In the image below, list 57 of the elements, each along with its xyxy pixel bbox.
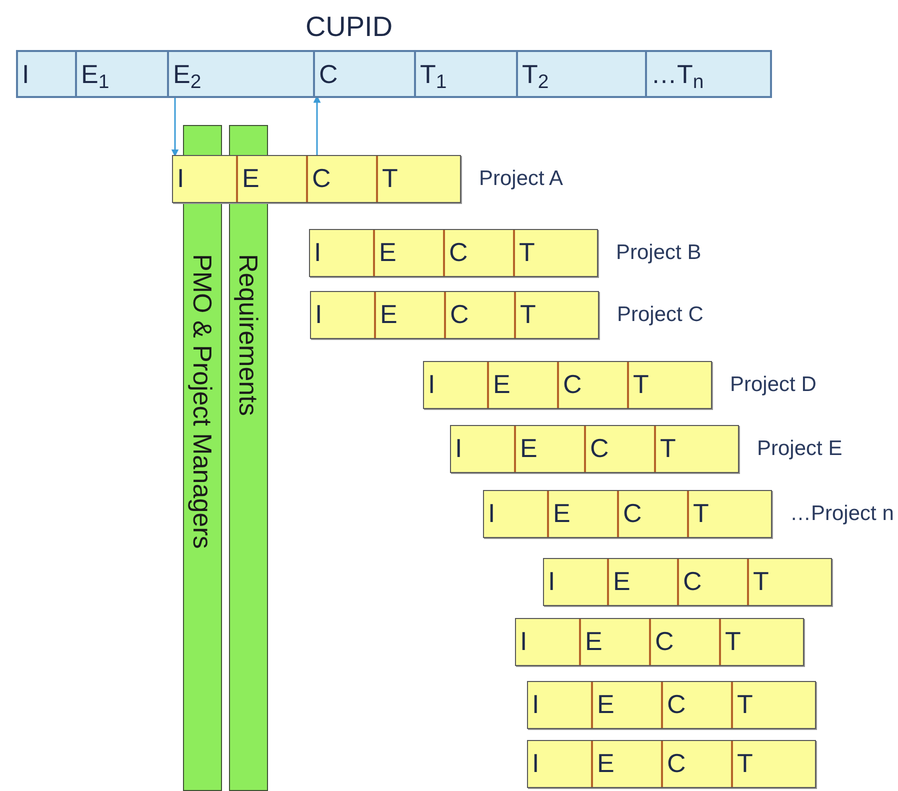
stage-cell: T$_{2}$ (518, 52, 647, 96)
stage-cell: I (310, 230, 375, 276)
stage-cell: I (451, 426, 516, 472)
stage-cell: E (593, 741, 663, 787)
stage-cell: C (315, 52, 416, 96)
stage-cell: T (733, 741, 815, 787)
project-label: Project C (617, 302, 704, 328)
stage-cell: I (311, 292, 376, 338)
role-column: PMO & Project Managers (183, 125, 222, 791)
stage-cell: E (489, 362, 559, 408)
stage-cell: C (586, 426, 656, 472)
stage-cell: T (689, 491, 771, 537)
stage-cell: T (629, 362, 711, 408)
stage-cell: E (549, 491, 619, 537)
stage-cell: I (516, 619, 581, 665)
stage-cell: …T$_{n}$ (647, 52, 770, 96)
stage-cell: I (528, 741, 593, 787)
stage-cell: E (376, 292, 446, 338)
stage-cell: E$_{1}$ (77, 52, 169, 96)
stage-cell: T (516, 292, 598, 338)
stage-cell: E (375, 230, 445, 276)
stage-cell: C (446, 292, 516, 338)
stage-cell: C (663, 741, 733, 787)
stage-cell: T (733, 682, 815, 728)
stage-cell: I (544, 559, 609, 605)
arrow (171, 96, 179, 157)
stage-cell: I (528, 682, 593, 728)
project-label: Project E (757, 436, 842, 462)
stage-cell: T (749, 559, 831, 605)
project-label: Project A (479, 166, 564, 192)
stage-cell: E (516, 426, 586, 472)
stage-cell: T (656, 426, 738, 472)
stage-cell: E (238, 156, 308, 202)
timeline-label: CUPID (305, 10, 393, 44)
stage-cell: E (593, 682, 663, 728)
stage-cell: I (484, 491, 549, 537)
stage-cell: T (515, 230, 597, 276)
stage-cell: C (308, 156, 378, 202)
stage-cell: T (378, 156, 460, 202)
stage-cell: E$_{2}$ (169, 52, 315, 96)
stage-cell: C (445, 230, 515, 276)
project-label: Project D (730, 372, 816, 398)
stage-cell: I (424, 362, 489, 408)
stage-cell: I (18, 52, 77, 96)
project-label: …Project n (790, 501, 894, 528)
arrow (313, 95, 321, 156)
stage-cell: C (619, 491, 689, 537)
stage-cell: C (559, 362, 629, 408)
project-label: Project B (616, 240, 702, 266)
stage-cell: T (721, 619, 803, 665)
stage-cell: T$_{1}$ (416, 52, 518, 96)
stage-cell: E (581, 619, 651, 665)
stage-cell: C (651, 619, 721, 665)
stage-cell: C (679, 559, 749, 605)
stage-cell: C (663, 682, 733, 728)
stage-cell: E (609, 559, 679, 605)
stage-cell: I (173, 156, 238, 202)
